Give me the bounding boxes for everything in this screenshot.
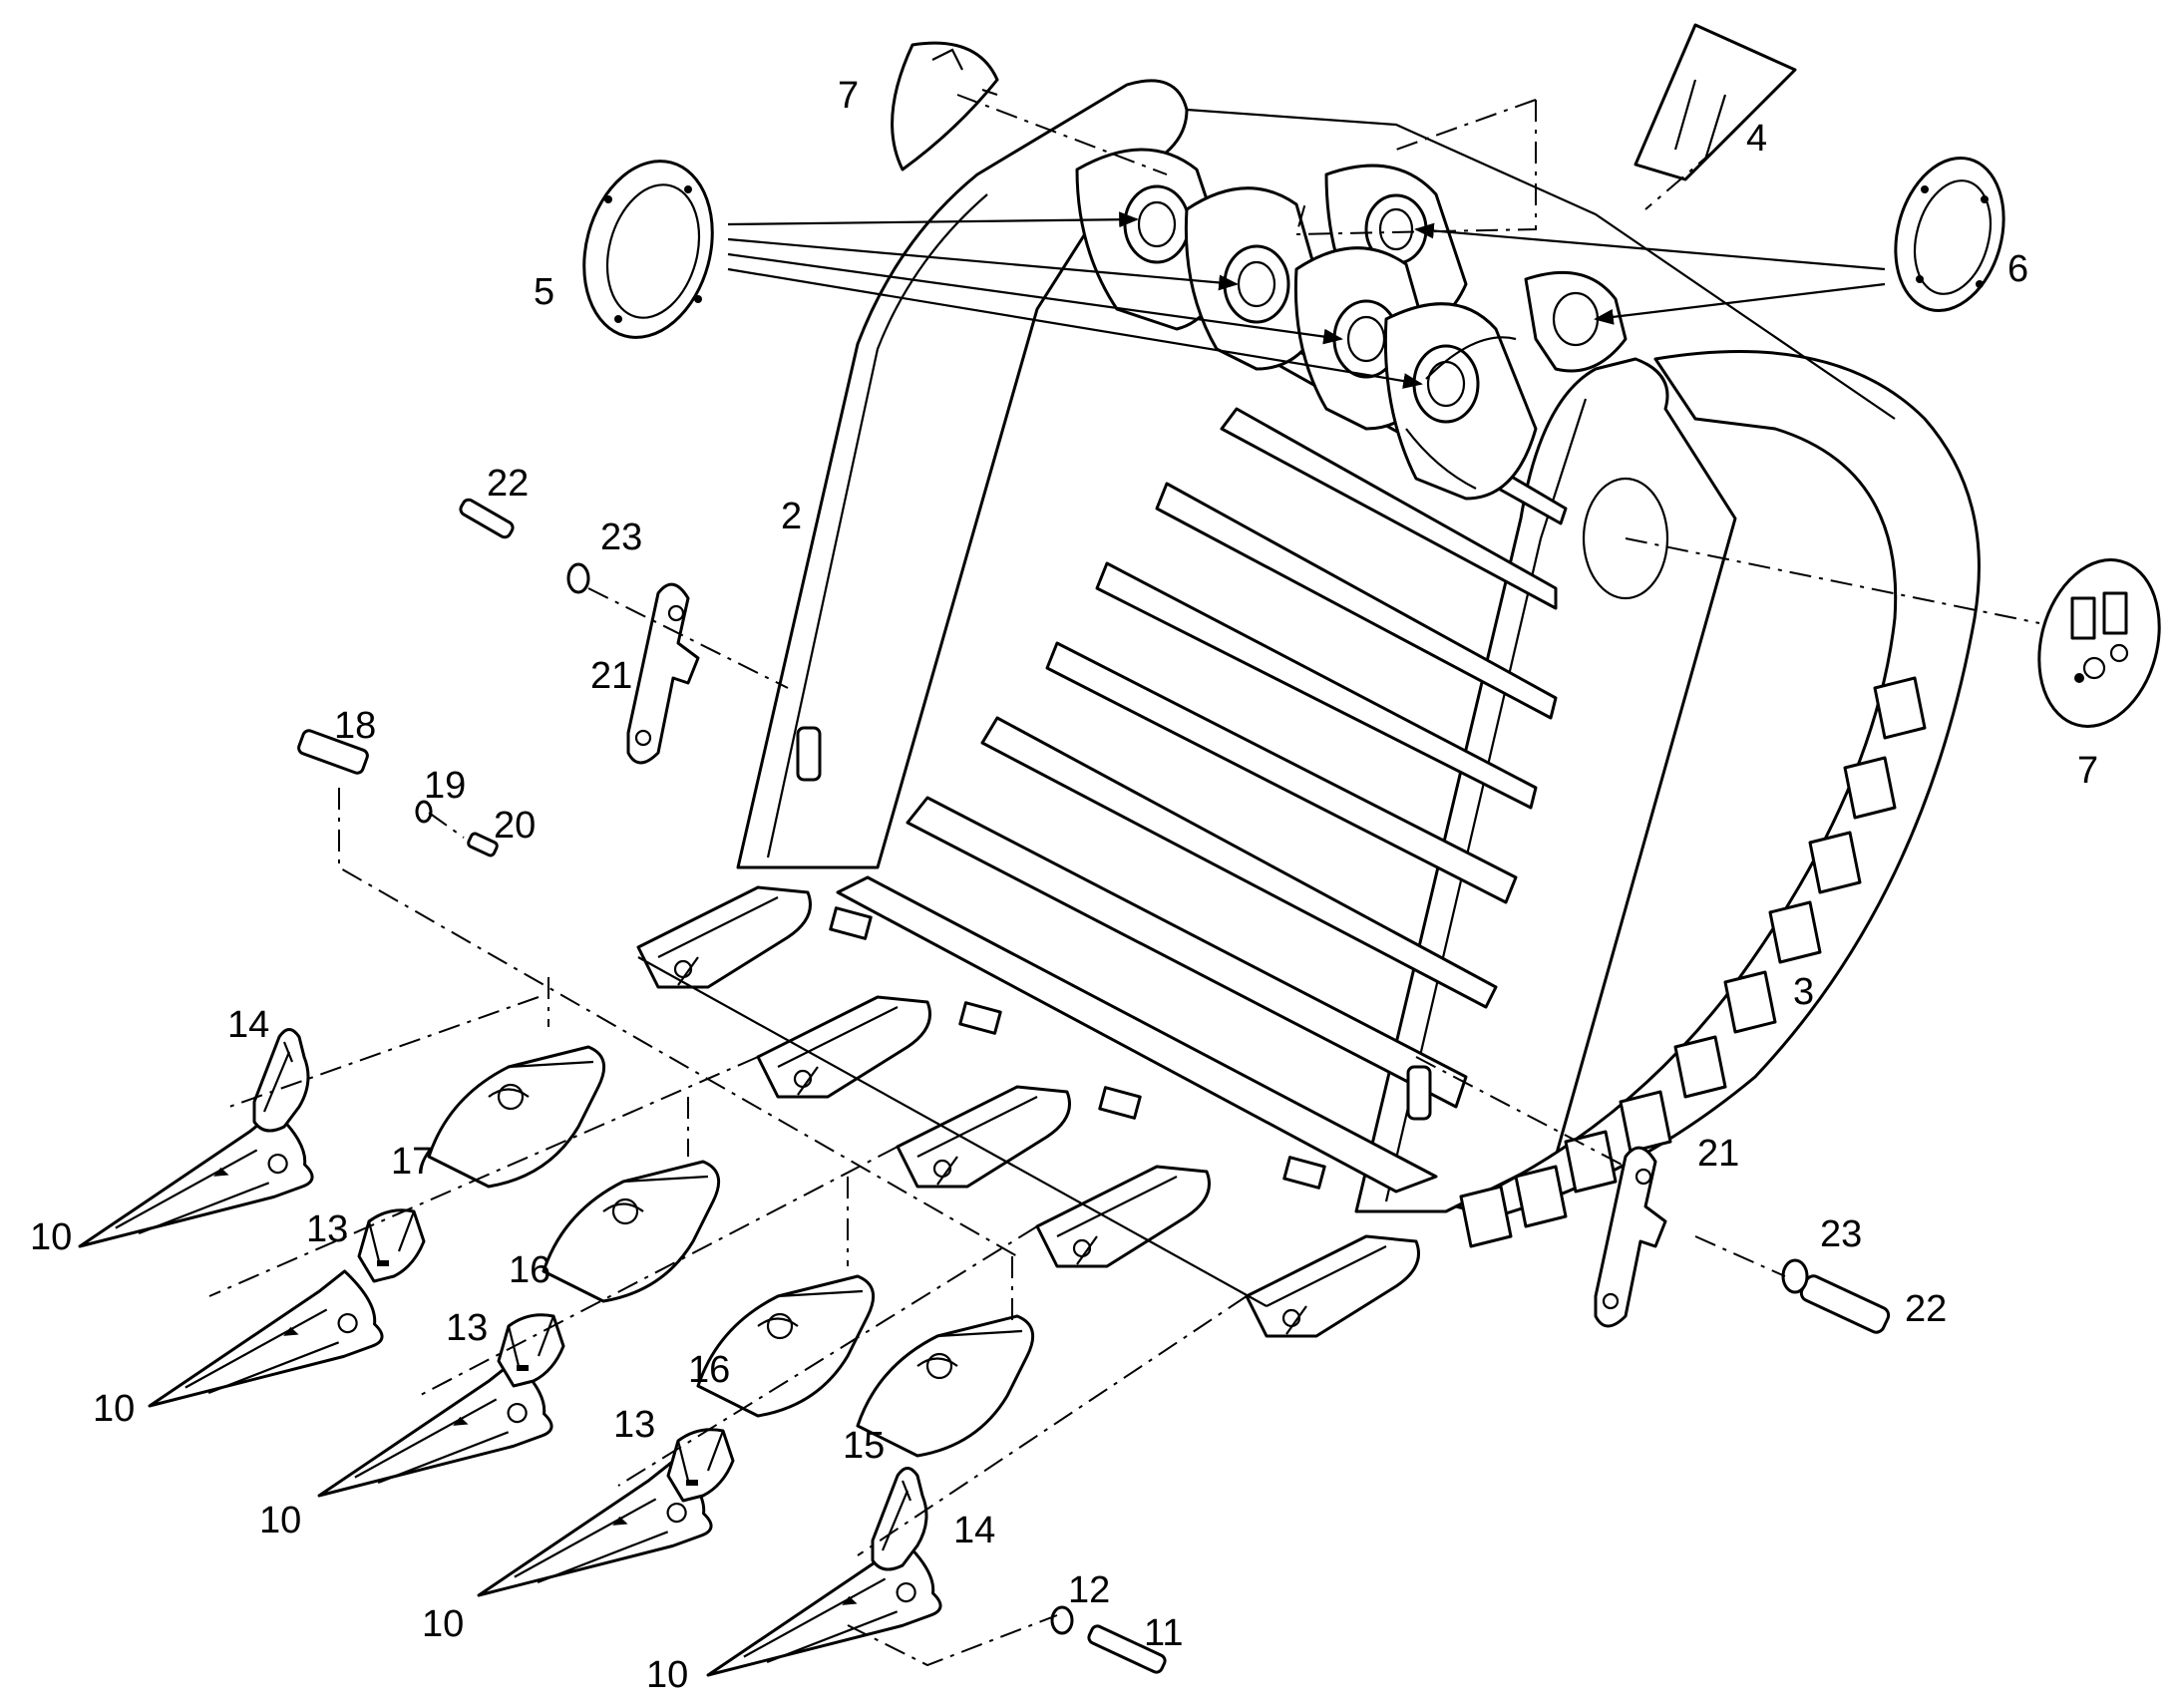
washer-12 <box>1050 1605 1074 1635</box>
washer-19 <box>415 800 433 824</box>
side-slot-right <box>1406 1065 1432 1121</box>
callout-20: 20 <box>494 805 536 847</box>
callout-18: 18 <box>334 705 376 747</box>
lock-18 <box>297 729 369 775</box>
callout-7-right: 7 <box>2077 750 2098 792</box>
callout-16-b: 16 <box>688 1349 730 1391</box>
callout-14-a: 14 <box>227 1004 269 1046</box>
arrows-5 <box>727 211 1423 389</box>
callout-15: 15 <box>843 1425 885 1467</box>
teeth-10 <box>57 1105 944 1696</box>
cover-plate-5 <box>582 160 714 339</box>
bolt-20 <box>467 832 499 857</box>
callout-4: 4 <box>1746 118 1767 160</box>
callout-10-e: 10 <box>646 1654 688 1696</box>
decal-plate-7-right <box>2037 558 2161 728</box>
callout-17: 17 <box>391 1141 433 1183</box>
side-slot-left <box>796 726 822 782</box>
callout-13-c: 13 <box>613 1404 655 1446</box>
callout-14-b: 14 <box>953 1510 995 1551</box>
leader-lines <box>208 94 2040 1667</box>
callout-22-left: 22 <box>487 463 529 505</box>
cover-plate-6 <box>1894 156 2005 313</box>
lip-wear-segments <box>1459 676 1927 1248</box>
callout-21-right: 21 <box>1697 1133 1739 1175</box>
callout-23-right: 23 <box>1820 1213 1862 1255</box>
callout-23-left: 23 <box>600 516 642 558</box>
hitch-bosses <box>1075 148 1628 501</box>
callout-10-b: 10 <box>93 1388 135 1430</box>
callout-22-right: 22 <box>1905 1288 1947 1330</box>
bucket-body <box>636 79 1981 1338</box>
callout-7-top: 7 <box>838 75 859 117</box>
callout-10-d: 10 <box>422 1603 464 1645</box>
arrows-6 <box>1414 222 1886 325</box>
washer-23-right <box>1781 1258 1809 1294</box>
callout-10-c: 10 <box>259 1500 301 1541</box>
pin-22-left <box>459 498 515 539</box>
washer-23-left <box>566 562 590 594</box>
cover-half-7-top <box>891 41 999 171</box>
callout-6: 6 <box>2007 248 2028 290</box>
callout-5: 5 <box>534 271 554 313</box>
callout-19: 19 <box>424 765 466 807</box>
callout-10-a: 10 <box>30 1216 72 1258</box>
callout-13-b: 13 <box>446 1307 488 1349</box>
callout-11: 11 <box>1144 1612 1183 1654</box>
callout-labels: 2 3 4 5 6 7 7 10 10 10 10 10 11 12 13 13… <box>30 75 2098 1696</box>
side-cutter-21-left <box>626 582 700 765</box>
callout-2: 2 <box>781 496 802 537</box>
pin-11 <box>1087 1624 1167 1674</box>
callout-13-a: 13 <box>306 1208 348 1250</box>
callout-3: 3 <box>1793 971 1814 1013</box>
plate-4 <box>1634 23 1797 181</box>
callout-21-left: 21 <box>590 655 632 697</box>
floor-wear-strips <box>836 342 1568 1194</box>
callout-12: 12 <box>1068 1569 1110 1611</box>
callout-16-a: 16 <box>509 1249 550 1291</box>
pin-22-right <box>1799 1274 1891 1334</box>
